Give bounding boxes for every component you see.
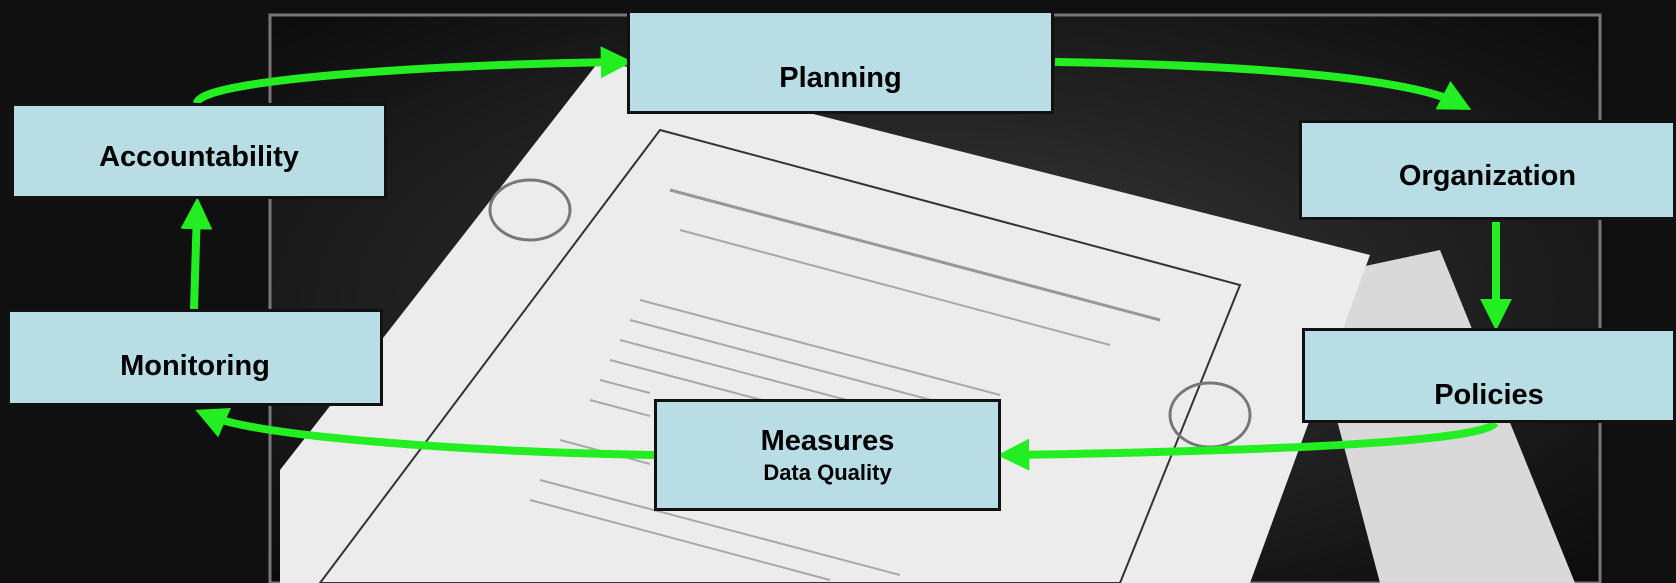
accountability-label: Accountability	[99, 141, 299, 173]
document-border	[318, 128, 1242, 583]
measures-box: Measures Data Quality	[654, 399, 1001, 511]
organization-box: Organization	[1299, 120, 1676, 220]
policies-label: Policies	[1434, 379, 1544, 411]
arrow-policies-to-measures	[997, 419, 1499, 471]
organization-label: Organization	[1398, 160, 1577, 192]
measures-sublabel: Data Quality	[763, 459, 892, 485]
arrow-measures-to-monitoring	[195, 407, 655, 459]
arrow-monitoring-to-accountability	[180, 197, 213, 310]
policies-box: Policies	[1302, 328, 1676, 423]
accountability-box: Accountability	[11, 103, 387, 199]
planning-label: Planning	[779, 62, 902, 94]
monitoring-label: Monitoring	[120, 350, 270, 382]
planning-box: Planning	[627, 10, 1054, 114]
document-stamp	[488, 178, 572, 242]
monitoring-box: Monitoring	[7, 309, 383, 406]
measures-label: Measures	[760, 424, 895, 457]
arrow-planning-to-organization	[1054, 58, 1472, 110]
arrow-accountability-to-planning	[193, 46, 633, 105]
